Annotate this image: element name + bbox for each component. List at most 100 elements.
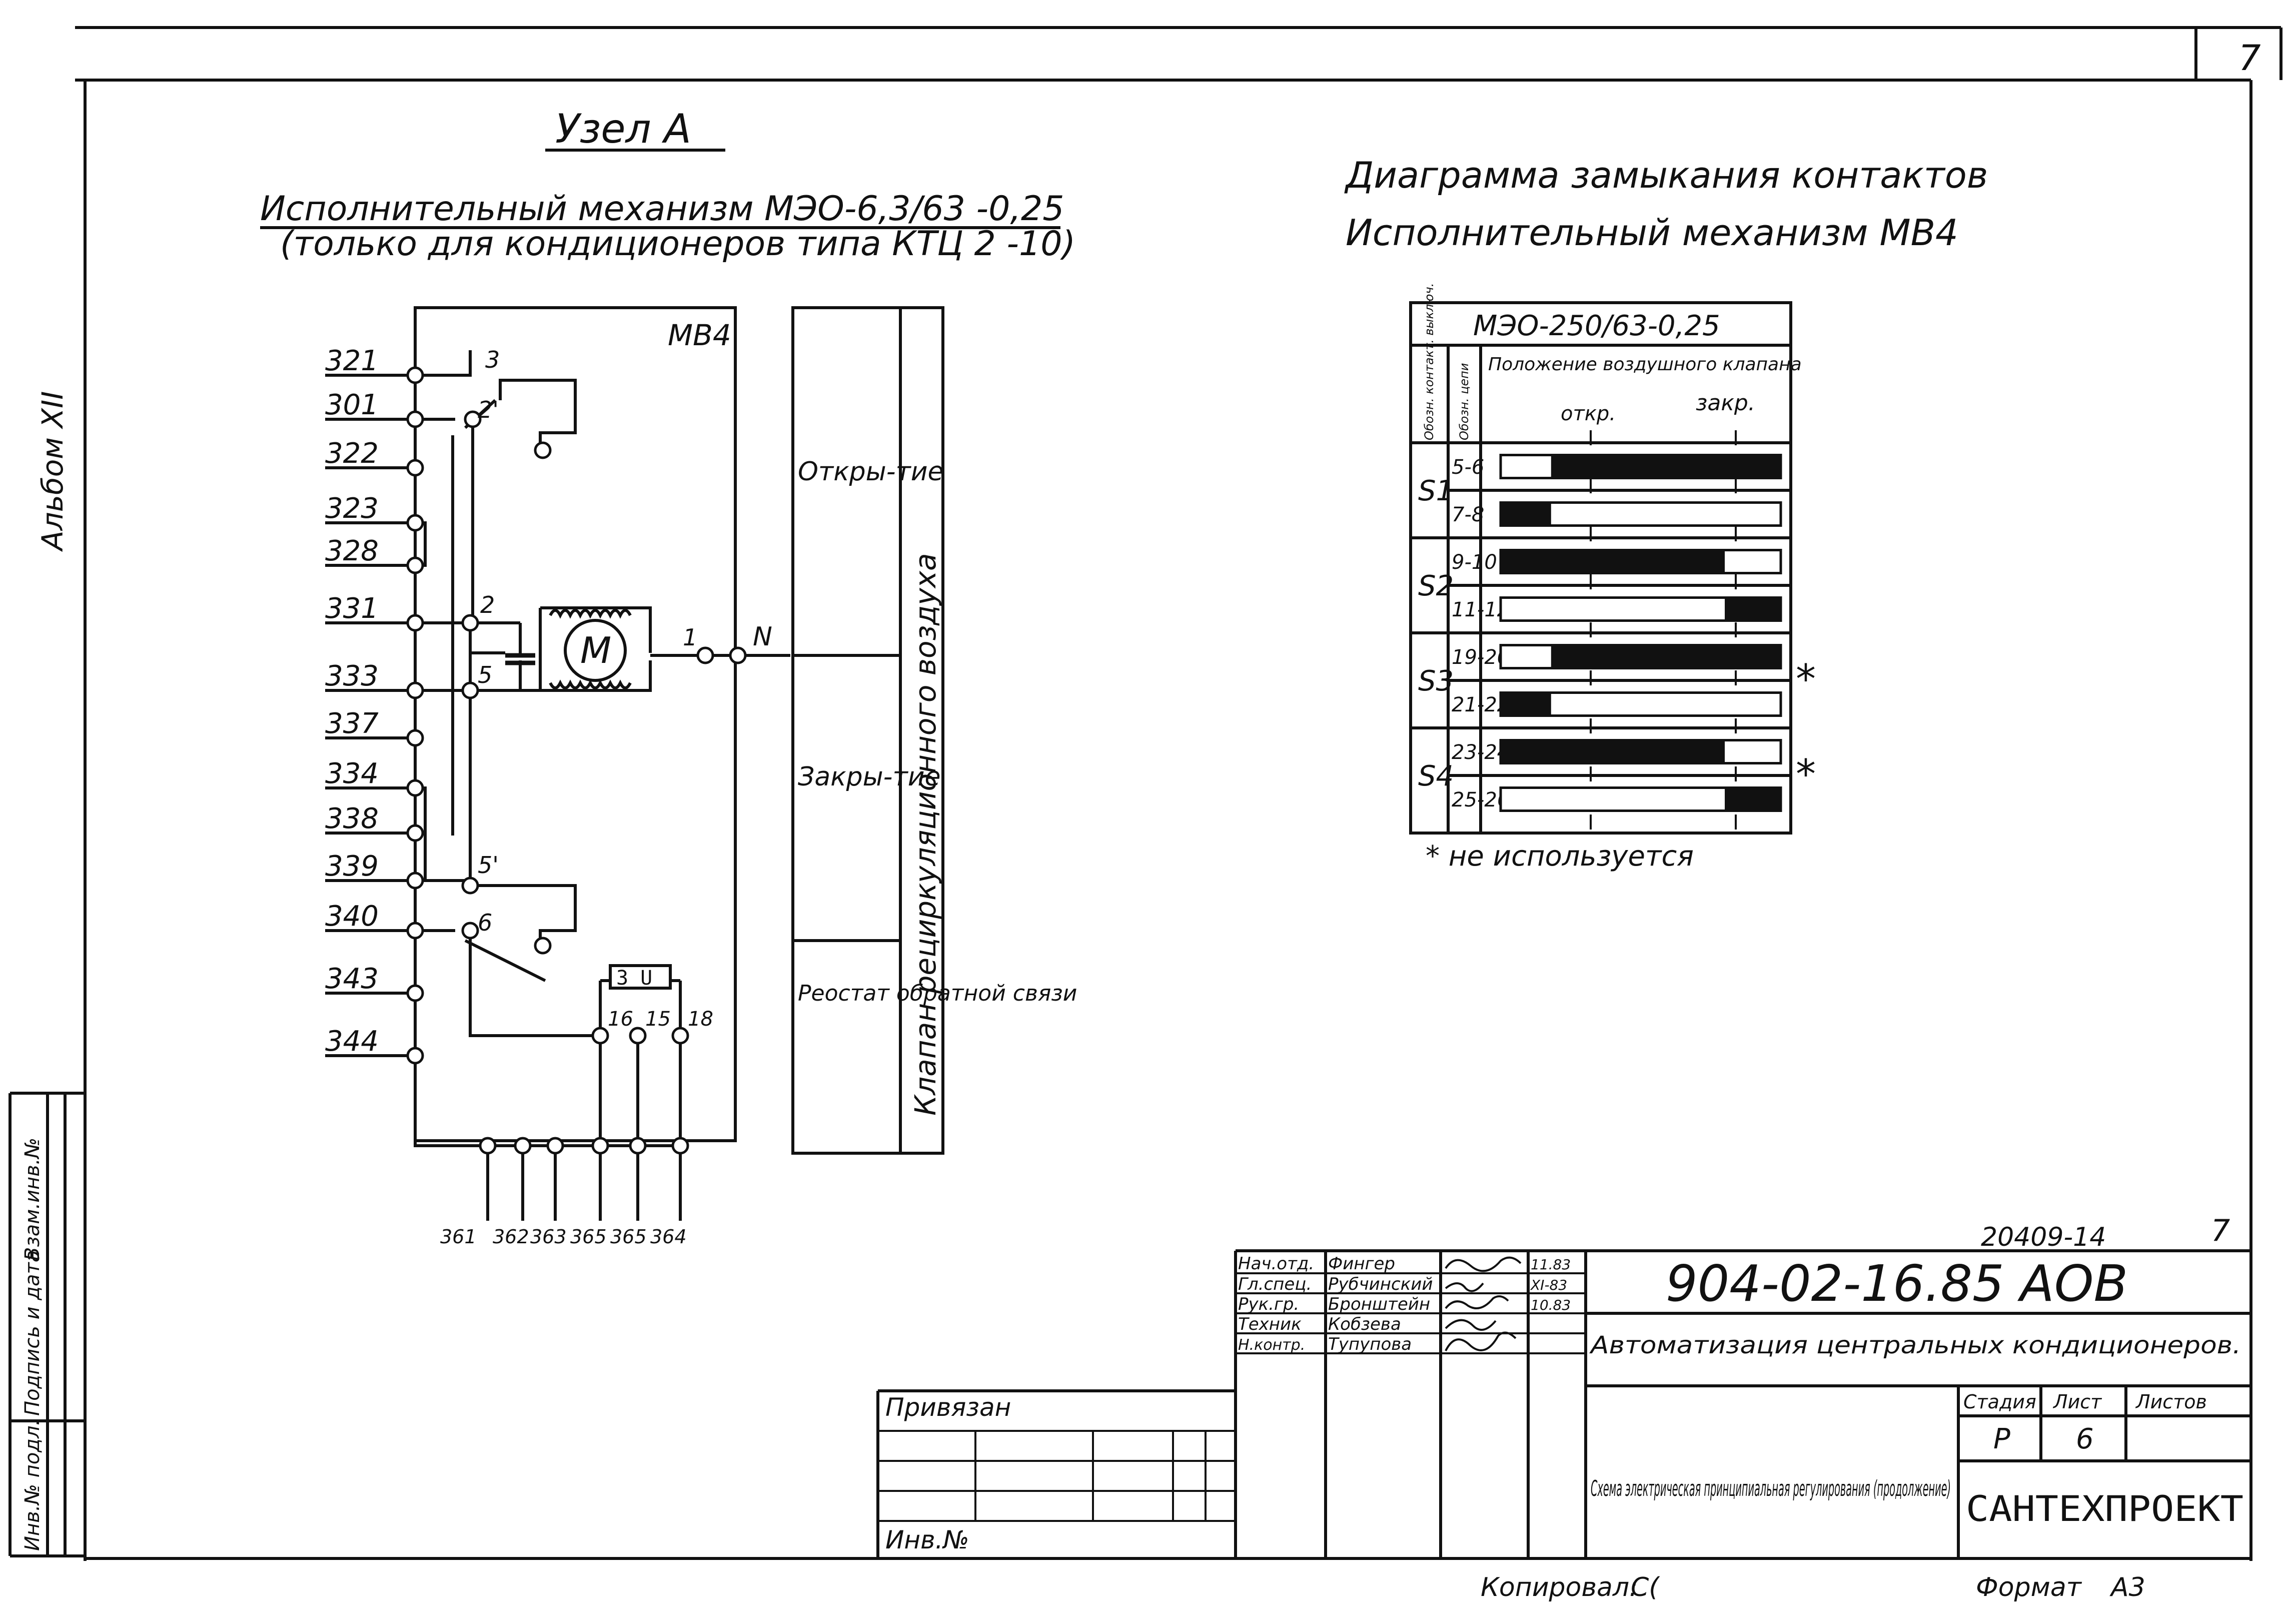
- album-label: Альбом XII: [36, 391, 70, 552]
- contact-label: 2: [480, 591, 495, 618]
- contact-closure-table: [1409, 301, 1792, 835]
- contact-closed-segment: [1725, 597, 1781, 621]
- mechanism-title: Исполнительный механизм МЭО-6,3/63 -0,25: [260, 189, 1064, 229]
- function-table: [791, 306, 944, 1155]
- schematic-nodes: [406, 366, 747, 1155]
- contact-closed-segment: [1725, 787, 1781, 811]
- contact-label: 16: [608, 1008, 633, 1031]
- diagram-title: Диаграмма замыкания контактов: [1344, 154, 1988, 196]
- left-terminal-leads: [325, 374, 415, 1057]
- terminal-label: 362: [493, 1226, 529, 1248]
- open-position-label: откр.: [1561, 402, 1616, 425]
- contact-closed-segment: [1501, 550, 1725, 573]
- stage-value: Р: [1993, 1423, 2010, 1455]
- closed-position-label: закр.: [1696, 390, 1755, 416]
- diagram-subtitle: Исполнительный механизм МВ4: [1346, 212, 1958, 254]
- terminal-label: 328: [325, 535, 379, 567]
- contact-label: 6: [478, 909, 492, 936]
- copied-signature: С(: [1631, 1572, 1660, 1602]
- signatures: [1445, 1256, 1522, 1351]
- contact-label: 5': [478, 852, 499, 879]
- terminal-label: 331: [325, 592, 379, 625]
- inv-original-label: Инв.№ подл.: [21, 1419, 44, 1551]
- opening-label: Откры-тие: [798, 457, 944, 487]
- sign-date-label: Подпись и дата: [21, 1250, 44, 1416]
- schematic: МВ4 321 301 322 323: [325, 306, 1077, 1248]
- terminal-label: 364: [650, 1226, 687, 1248]
- sheet-value: 6: [2076, 1423, 2094, 1455]
- motor: [564, 619, 627, 682]
- terminal-label: 323: [325, 492, 379, 525]
- terminal-label: 361: [440, 1226, 477, 1248]
- staff-date: XI-83: [1530, 1277, 1567, 1293]
- replace-inv-label: Взам.инв.№: [21, 1138, 44, 1261]
- title-block-grid: [876, 1249, 2251, 1558]
- staff-name: Тупупова: [1328, 1334, 1412, 1354]
- switch-label: S1: [1418, 475, 1454, 507]
- staff-role: Рук.гр.: [1238, 1294, 1299, 1314]
- left-terminal-labels: 321 301 322 323 328 331 333 337 334 338 …: [325, 345, 379, 1058]
- terminal-label: 338: [325, 802, 379, 835]
- archive-number: 20409-14: [1981, 1222, 2106, 1252]
- staff-name: Фингер: [1328, 1254, 1395, 1274]
- document-code: 904-02-16.85 АОВ: [1666, 1254, 2128, 1313]
- contact-closed-segment: [1501, 740, 1725, 763]
- terminal-label: 301: [325, 389, 379, 421]
- valve-label: Клапан рециркуляционного воздуха: [908, 553, 942, 1116]
- sheets-label: Листов: [2135, 1391, 2207, 1413]
- contact-label: 18: [688, 1008, 713, 1031]
- terminal-label: 365: [570, 1226, 607, 1248]
- staff-role: Техник: [1238, 1314, 1302, 1334]
- terminal-label: 344: [325, 1025, 379, 1058]
- staff-name: Бронштейн: [1328, 1294, 1430, 1314]
- staff-role: Нач.отд.: [1238, 1254, 1314, 1274]
- mechanism-subtitle: (только для кондиционеров типа КТЦ 2 -10…: [280, 224, 1075, 264]
- contact-label: 1: [683, 624, 697, 651]
- contact-label: 5: [478, 661, 492, 688]
- circuit-label: 7-8: [1452, 503, 1484, 526]
- position-col-label: Положение воздушного клапана: [1488, 354, 1802, 375]
- organization: САНТЕХПРОЕКТ: [1966, 1488, 2243, 1529]
- resistor-label: 3 U: [616, 967, 652, 990]
- contact-table-header: МЭО-250/63-0,25: [1473, 310, 1720, 342]
- terminal-label: 340: [325, 900, 379, 933]
- sheet-label: Лист: [2052, 1391, 2102, 1413]
- terminal-label: 322: [325, 437, 379, 470]
- terminal-label: 343: [325, 963, 379, 995]
- staff-role: Н.контр.: [1238, 1336, 1305, 1354]
- staff-date: 10.83: [1531, 1297, 1571, 1313]
- circuit-label: 9-10: [1452, 551, 1497, 574]
- contact-label: N: [753, 622, 772, 652]
- format-label: Формат: [1976, 1572, 2082, 1602]
- feedback-resistor: [609, 964, 672, 990]
- sheet-number: 7: [2238, 38, 2261, 79]
- contact-label: 3: [485, 346, 500, 373]
- feedback-rheostat-label: Реостат обратной связи: [798, 981, 1077, 1006]
- binding-label: Привязан: [885, 1393, 1011, 1422]
- staff-name: Рубчинский: [1328, 1274, 1433, 1294]
- unused-asterisk: *: [1796, 656, 1816, 702]
- staff-list: Нач.отд. Фингер 11.83 Гл.спец. Рубчински…: [1238, 1254, 1571, 1354]
- sheet-name: Схема электрическая принципиальная регул…: [1591, 1476, 1951, 1501]
- terminal-label: 339: [325, 850, 379, 883]
- terminal-label: 333: [325, 660, 379, 692]
- stage-label: Стадия: [1963, 1391, 2036, 1413]
- motor-label: M: [580, 629, 611, 671]
- contact-label: 2': [478, 396, 499, 423]
- project-name: Автоматизация центральных кондиционеров.: [1589, 1331, 2241, 1359]
- unused-asterisk: *: [1796, 751, 1816, 797]
- bottom-terminal-labels: 361 362 363 365 365 364: [440, 1226, 687, 1248]
- circuit-label: 5-6: [1452, 456, 1484, 479]
- circuit-col-label: Обозн. цепи: [1457, 363, 1471, 440]
- terminal-label: 321: [325, 345, 379, 377]
- copied-label: Копировал:: [1481, 1572, 1638, 1602]
- terminal-label: 334: [325, 757, 379, 790]
- contact-col-label: Обозн. контакт. выключ.: [1422, 283, 1436, 440]
- contact-label: 15: [645, 1008, 671, 1031]
- contact-closed-segment: [1551, 645, 1781, 668]
- contact-closed-segment: [1501, 502, 1551, 526]
- contact-closed-segment: [1551, 455, 1781, 478]
- contact-closed-segment: [1501, 692, 1551, 716]
- format-value: А3: [2109, 1572, 2145, 1602]
- switch-label: S4: [1418, 760, 1454, 792]
